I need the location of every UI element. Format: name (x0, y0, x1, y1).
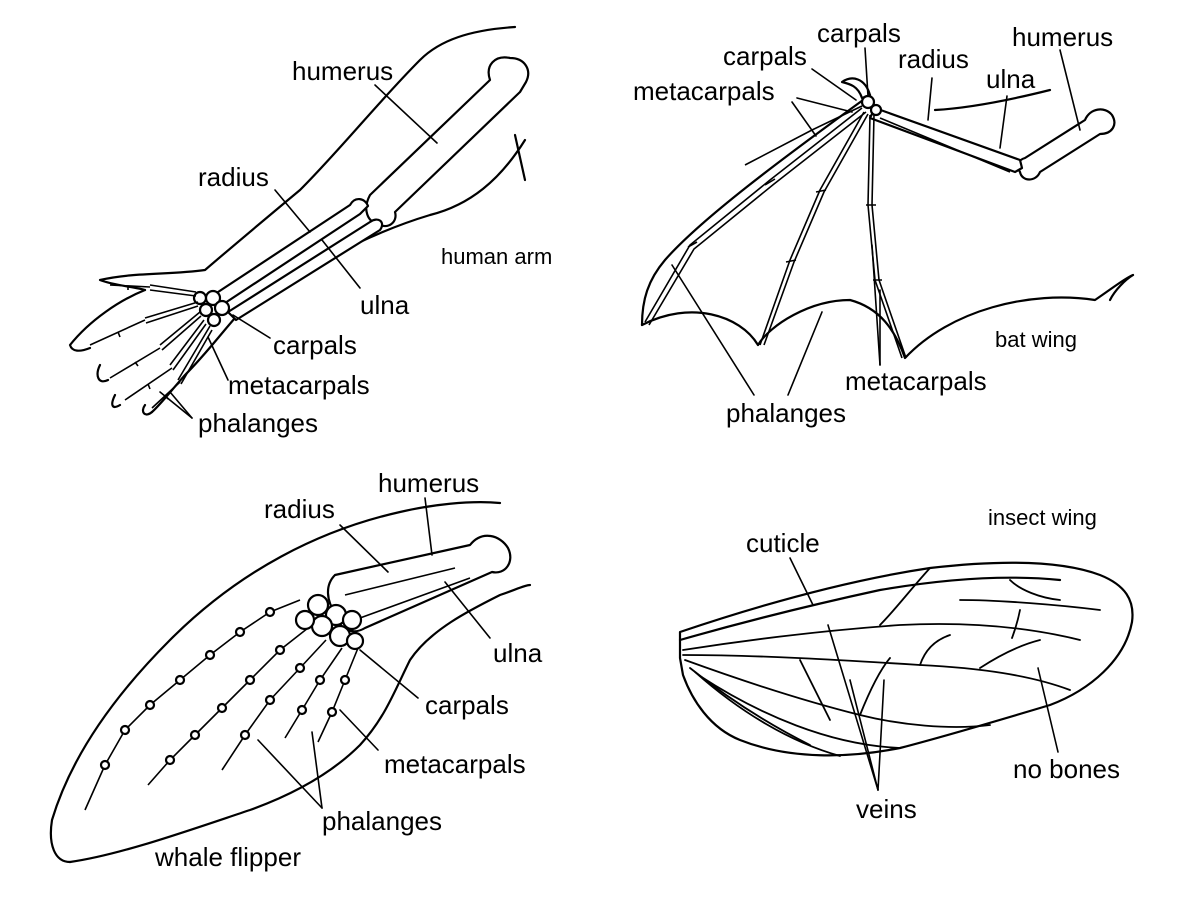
human-metacarpal-bones (144, 284, 213, 385)
bat-radius-ulna-bones (868, 106, 1024, 174)
human-label-ulna: ulna (360, 290, 410, 320)
insect-label-leaders (789, 557, 1059, 791)
whale-label-carpals: carpals (425, 690, 509, 720)
insect-label-veins: veins (856, 794, 917, 824)
human-label-carpals: carpals (273, 330, 357, 360)
human-label-metacarpals: metacarpals (228, 370, 370, 400)
bat-humerus-bone (1016, 108, 1116, 181)
bat-label-ulna: ulna (986, 64, 1036, 94)
whale-label-phalanges: phalanges (322, 806, 442, 836)
insect-label-no-bones: no bones (1013, 754, 1120, 784)
whale-carpal-bones (294, 593, 365, 651)
whale-finger-bones (84, 599, 359, 811)
whale-flipper-panel: humerus radius ulna carpals metacarpals … (49, 468, 543, 872)
human-radius-bone (210, 198, 370, 307)
whale-humerus-bone (326, 534, 512, 633)
insect-label-cuticle: cuticle (746, 528, 820, 558)
whale-flipper-outline (49, 501, 532, 864)
human-carpal-bones (192, 289, 231, 328)
human-label-leaders (159, 84, 438, 419)
whale-label-radius: radius (264, 494, 335, 524)
insect-wing-title: insect wing (988, 505, 1097, 530)
bat-thumb-claw (840, 77, 872, 100)
bat-wing-membrane (640, 88, 1135, 360)
bat-label-metacarpals: metacarpals (845, 366, 987, 396)
human-label-radius: radius (198, 162, 269, 192)
insect-wing-outline (678, 561, 1134, 757)
whale-flipper-title: whale flipper (154, 842, 301, 872)
whale-label-leaders (257, 497, 491, 809)
bat-carpal-bones (860, 94, 883, 117)
whale-radius-ulna-bones (344, 567, 471, 619)
bat-label-phalanges: phalanges (726, 398, 846, 428)
whale-label-metacarpals: metacarpals (384, 749, 526, 779)
human-ulna-bone (226, 218, 384, 322)
bat-finger-bones (644, 105, 907, 359)
bat-label-carpals-top: carpals (817, 18, 901, 48)
human-arm-panel: humerus radius ulna carpals metacarpals … (68, 25, 552, 438)
bat-wing-title: bat wing (995, 327, 1077, 352)
bat-wing-panel: carpals carpals radius humerus ulna meta… (633, 18, 1135, 428)
bat-label-radius: radius (898, 44, 969, 74)
human-phalange-bones (89, 284, 181, 409)
human-label-phalanges: phalanges (198, 408, 318, 438)
bat-label-humerus: humerus (1012, 22, 1113, 52)
human-label-humerus: humerus (292, 56, 393, 86)
human-arm-title: human arm (441, 244, 552, 269)
human-arm-outline (68, 25, 527, 416)
insect-wing-veins (682, 567, 1101, 757)
bat-label-leaders (671, 47, 1081, 396)
bat-label-carpals: carpals (723, 41, 807, 71)
bat-label-metacarpals-top: metacarpals (633, 76, 775, 106)
insect-wing-panel: cuticle veins no bones insect wing (678, 505, 1134, 824)
whale-label-ulna: ulna (493, 638, 543, 668)
whale-label-humerus: humerus (378, 468, 479, 498)
